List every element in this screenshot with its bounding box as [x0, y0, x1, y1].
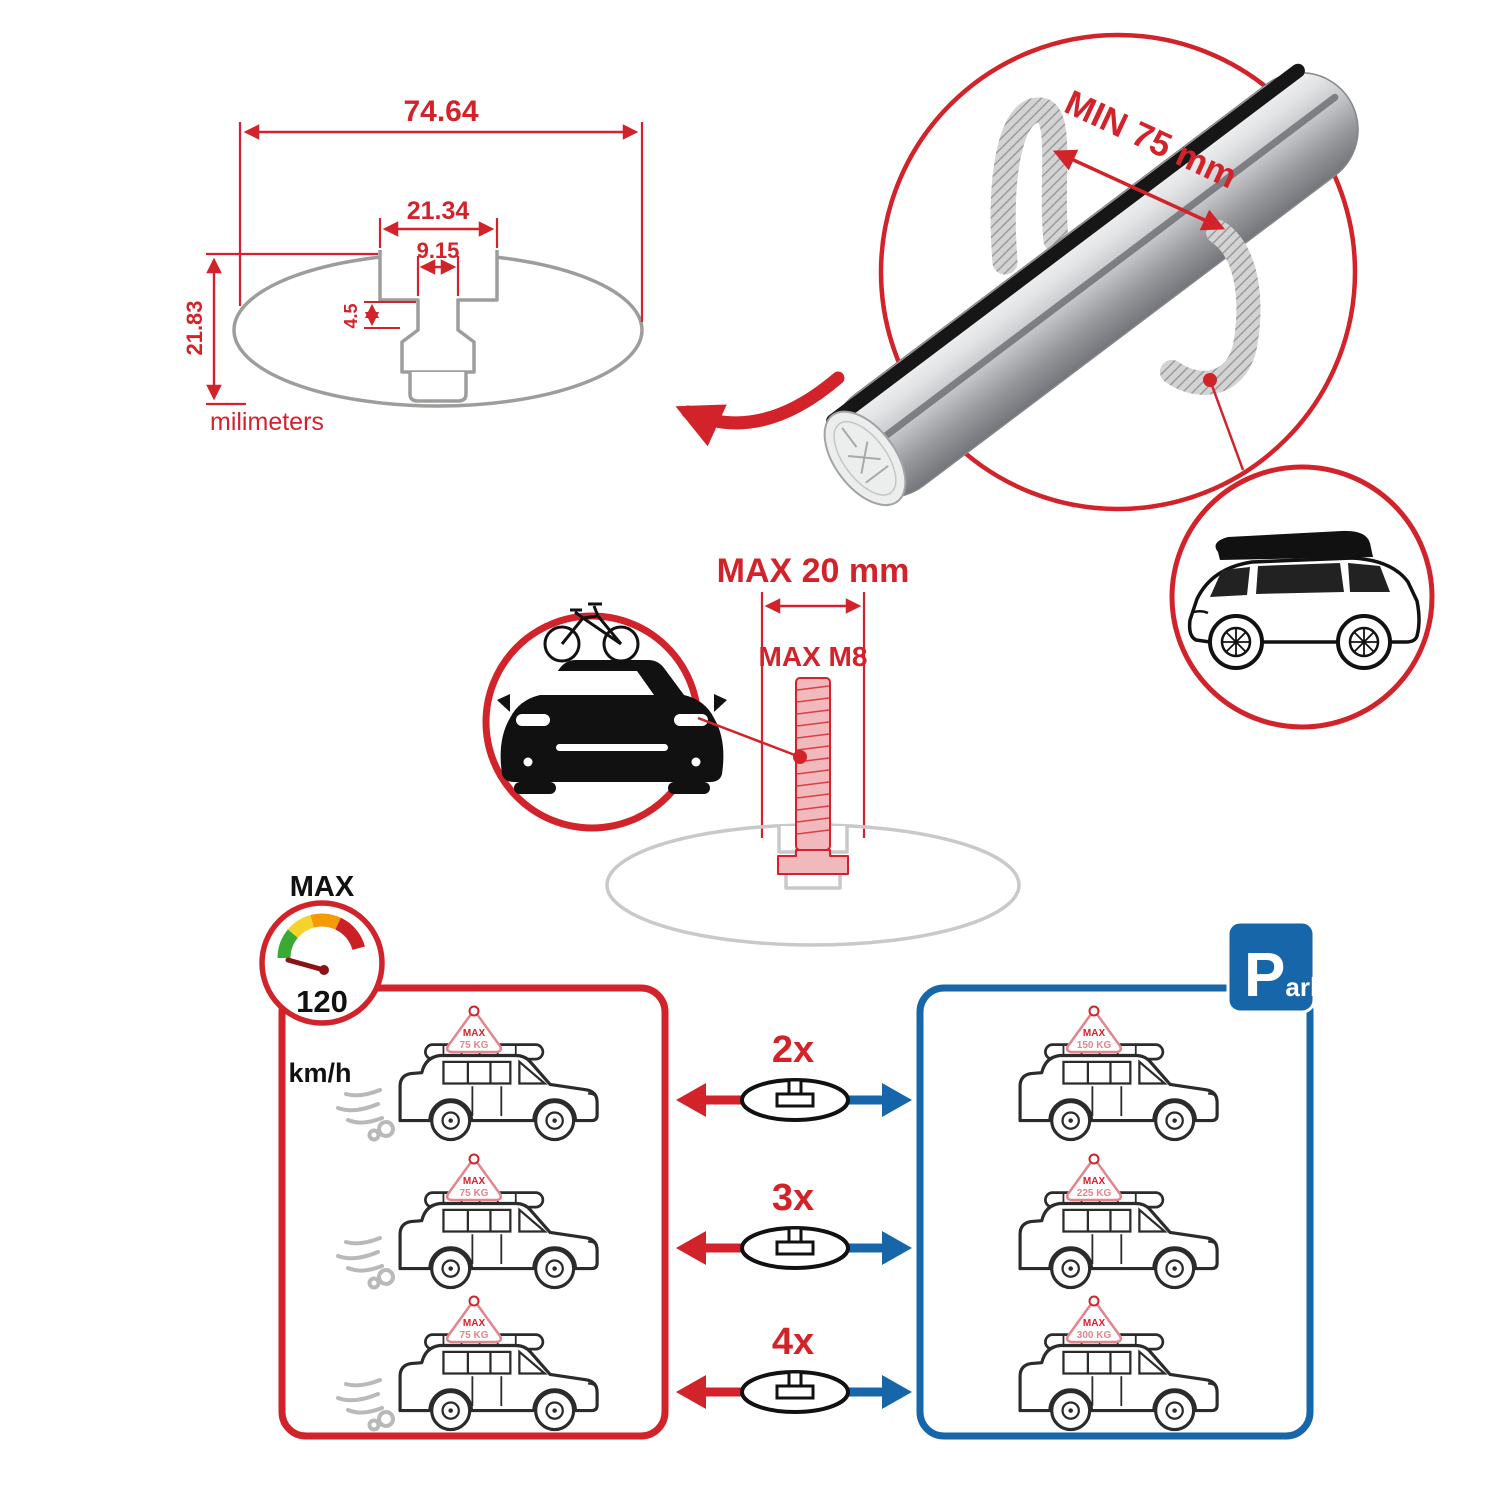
park-sign-p: P — [1244, 941, 1285, 1010]
load-badge: MAX 225 KG — [1065, 1153, 1123, 1202]
arrow-blue-head — [882, 1375, 912, 1409]
suv-illustration — [1187, 530, 1421, 670]
roof-box — [1215, 530, 1373, 560]
profile-top-channel — [378, 250, 499, 374]
badge-value: 150 KG — [1077, 1040, 1112, 1051]
arrow-blue-head — [882, 1231, 912, 1265]
bolt-spec-diagram: MAX 20 mm MAX M8 — [605, 552, 1021, 947]
dimension-overall-width: 74.64 — [238, 95, 644, 322]
arrow-red-head — [676, 1083, 706, 1117]
speed-max-label: MAX — [290, 871, 355, 903]
arrow-red-head — [676, 1375, 706, 1409]
badge-value: 75 KG — [460, 1040, 489, 1051]
badge-label: MAX — [463, 1176, 486, 1187]
crossbar-section-icon — [740, 1078, 850, 1122]
parked-car-row-2: MAX 225 KG — [1018, 1153, 1219, 1290]
badge-label: MAX — [463, 1028, 486, 1039]
park-sign: Park — [1226, 920, 1325, 1014]
bar-count-label: 2x — [772, 1029, 814, 1071]
bar-count-label: 3x — [772, 1177, 814, 1219]
badge-value: 75 KG — [460, 1188, 489, 1199]
load-speed-panels: Park MAX 120 km/h — [259, 871, 1325, 1440]
badge-value: 225 KG — [1077, 1188, 1112, 1199]
profile-height-value: 21.83 — [182, 300, 207, 355]
count-row-2: 3x — [676, 1177, 912, 1270]
load-badge: MAX 150 KG — [1065, 1005, 1123, 1054]
count-row-1: 2x — [676, 1029, 912, 1122]
suv-windshield — [1210, 567, 1250, 597]
bolt-max-thread-label: MAX M8 — [759, 641, 868, 672]
roofbox-suv-circle — [1169, 464, 1435, 730]
pointer-arrow-to-section — [675, 371, 845, 447]
dimension-outer-slot-width: 21.34 — [378, 197, 499, 248]
speed-value: 120 — [296, 984, 348, 1019]
load-badge: MAX 75 KG — [445, 1295, 503, 1344]
badge-label: MAX — [1083, 1028, 1106, 1039]
bolt-max-width-label: MAX 20 mm — [717, 552, 910, 590]
units-label: milimeters — [210, 408, 324, 436]
car-front-icon — [497, 660, 727, 794]
callout-line-to-suv — [1208, 379, 1245, 471]
load-badge: MAX 75 KG — [445, 1153, 503, 1202]
driving-car-row-3: MAX 75 KG — [336, 1295, 599, 1432]
lip-height-value: 4.5 — [341, 303, 361, 328]
driving-car-row-1: MAX 75 KG — [336, 1005, 599, 1142]
park-sign-ark: ark — [1285, 972, 1325, 1002]
cross-section-diagram: 74.64 21.34 9.15 4.5 21.83 milimeters — [182, 95, 845, 447]
bolt-illustration — [777, 677, 849, 875]
profile-bottom-foot — [408, 372, 468, 403]
load-badge: MAX 75 KG — [445, 1005, 503, 1054]
driving-car-row-2: MAX 75 KG — [336, 1153, 599, 1290]
badge-value: 300 KG — [1077, 1330, 1112, 1341]
svg-text:Park: Park — [1244, 941, 1325, 1010]
bolt-t-head — [777, 849, 849, 875]
outer-slot-width-value: 21.34 — [407, 197, 470, 225]
dimension-inner-slot-width: 9.15 — [417, 238, 460, 296]
badge-value: 75 KG — [460, 1330, 489, 1341]
badge-label: MAX — [463, 1318, 486, 1329]
crossbar-section-icon — [740, 1370, 850, 1414]
crossbar-section-icon — [740, 1226, 850, 1270]
callout-line-to-bike-circle — [697, 716, 801, 759]
clamp-hook-right — [1160, 220, 1261, 395]
arrow-red-head — [676, 1231, 706, 1265]
car-bike-circle — [482, 602, 727, 832]
arrow-blue-head — [882, 1083, 912, 1117]
speed-units: km/h — [288, 1058, 351, 1088]
bar-count-label: 4x — [772, 1321, 814, 1363]
dimension-lip-height: 4.5 — [341, 301, 416, 329]
speed-lines — [336, 1378, 395, 1432]
speed-lines — [336, 1088, 395, 1142]
speed-gauge: MAX 120 km/h — [259, 871, 385, 1088]
dimension-profile-height: 21.83 — [182, 252, 378, 406]
load-badge: MAX 300 KG — [1065, 1295, 1123, 1344]
badge-label: MAX — [1083, 1176, 1106, 1187]
inner-slot-width-value: 9.15 — [417, 238, 460, 263]
gauge-needle — [285, 957, 327, 973]
bar-detail-circle: MIN 75 mm — [823, 32, 1359, 512]
badge-label: MAX — [1083, 1318, 1106, 1329]
suv-rear-window — [1348, 563, 1390, 592]
count-row-3: 4x — [676, 1321, 912, 1414]
parked-car-row-1: MAX 150 KG — [1018, 1005, 1219, 1142]
suv-side-windows — [1256, 563, 1344, 594]
speed-lines — [336, 1236, 395, 1290]
parked-car-row-3: MAX 300 KG — [1018, 1295, 1219, 1432]
overall-width-value: 74.64 — [403, 95, 478, 128]
